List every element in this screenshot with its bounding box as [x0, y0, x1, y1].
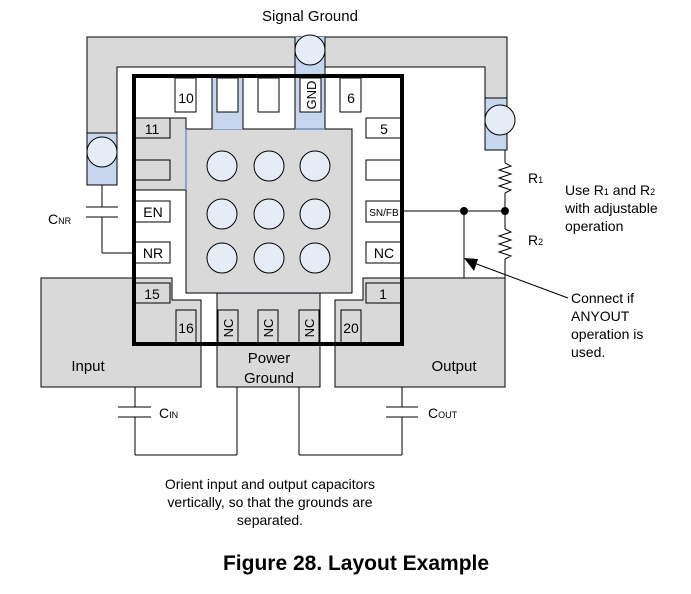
r1-label: R1	[528, 170, 543, 186]
power-ground-label-1: Power	[248, 350, 291, 367]
pin-nc-bottom-2: NC	[261, 319, 276, 338]
svg-text:operation is: operation is	[571, 326, 643, 342]
thermal-via	[299, 150, 331, 182]
thermal-via	[206, 242, 238, 274]
cout-label: COUT	[428, 405, 458, 421]
output-label: Output	[431, 358, 477, 375]
pin-5: 5	[380, 121, 388, 137]
pin-11: 11	[145, 121, 160, 137]
svg-text:operation: operation	[565, 218, 623, 234]
pin-gnd: GND	[304, 81, 319, 110]
pin-sn-fb: SN/FB	[369, 208, 399, 219]
pin-16: 16	[178, 320, 194, 336]
svg-text:separated.: separated.	[237, 512, 303, 528]
r2-label: R2	[528, 232, 543, 248]
note-anyout: Connect if ANYOUT operation is used.	[571, 290, 643, 360]
thermal-via	[206, 198, 238, 230]
pin-nc-bottom-1: NC	[221, 319, 236, 338]
svg-text:ANYOUT: ANYOUT	[571, 308, 630, 324]
note-orient: Orient input and output capacitors verti…	[165, 476, 375, 528]
figure-caption: Figure 28. Layout Example	[223, 552, 489, 575]
thermal-via	[253, 150, 285, 182]
pin-6: 6	[347, 90, 355, 106]
pin-nr: NR	[143, 245, 163, 261]
cnr-label: CNR	[48, 211, 72, 227]
pin-nc-bottom-3: NC	[302, 319, 317, 338]
left-via	[86, 136, 118, 168]
pin-1: 1	[379, 286, 387, 302]
svg-text:Connect if: Connect if	[571, 290, 634, 306]
thermal-vias	[206, 150, 331, 274]
pin-nc-right: NC	[374, 245, 394, 261]
cin-label: CIN	[159, 405, 178, 421]
pin-20: 20	[343, 320, 359, 336]
signal-ground-label: Signal Ground	[262, 8, 358, 25]
input-label: Input	[71, 358, 105, 375]
cnr-capacitor	[86, 185, 135, 254]
pin-en: EN	[143, 204, 162, 220]
note-adjustable: Use R1 and R2 with adjustable operation	[564, 182, 658, 234]
right-via	[484, 104, 516, 136]
svg-text:Orient input and output capaci: Orient input and output capacitors	[165, 476, 375, 492]
svg-text:Use R1 and R2: Use R1 and R2	[565, 182, 655, 198]
thermal-via	[299, 242, 331, 274]
thermal-via	[253, 198, 285, 230]
pin-15: 15	[144, 286, 160, 302]
gnd-via	[294, 34, 326, 66]
thermal-via	[253, 242, 285, 274]
cout-capacitor	[298, 387, 418, 456]
pin-10: 10	[178, 90, 194, 106]
thermal-via	[206, 150, 238, 182]
svg-text:used.: used.	[571, 344, 605, 360]
svg-text:vertically, so that the ground: vertically, so that the grounds are	[167, 494, 372, 510]
power-ground-label-2: Ground	[244, 370, 294, 387]
svg-text:with adjustable: with adjustable	[564, 200, 658, 216]
thermal-via	[299, 198, 331, 230]
input-copper	[40, 277, 202, 388]
resistor-divider	[402, 150, 569, 299]
cin-capacitor	[118, 387, 238, 456]
